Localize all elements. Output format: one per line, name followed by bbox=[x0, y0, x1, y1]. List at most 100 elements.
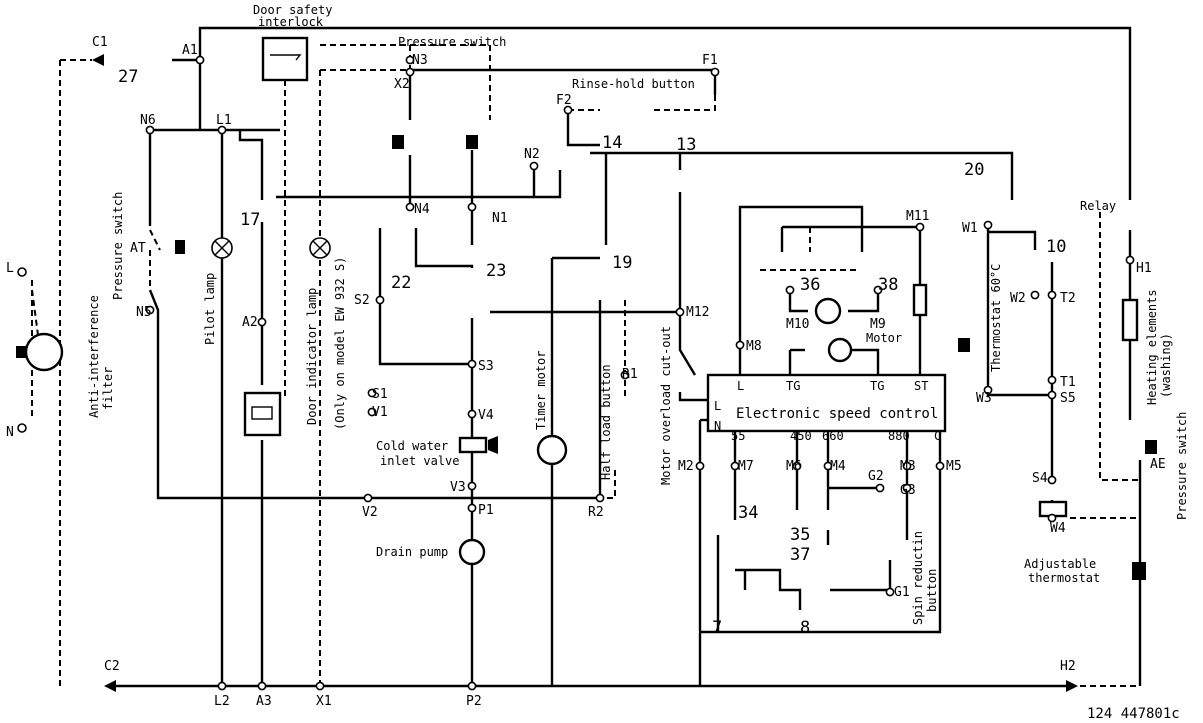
node-M6 bbox=[792, 461, 802, 471]
node-label-N: N bbox=[6, 425, 14, 440]
adjustable-thermostat-label-2: thermostat bbox=[1028, 571, 1100, 585]
node-P2 bbox=[467, 681, 477, 691]
arrows bbox=[92, 54, 1078, 692]
terminal-bottom-3: 880 bbox=[888, 429, 910, 443]
node-label-V2: V2 bbox=[362, 505, 378, 520]
node-S3 bbox=[467, 359, 477, 369]
anti-interference-filter bbox=[16, 267, 64, 433]
door-indicator-note: (Only on model EW 932 S) bbox=[333, 257, 347, 430]
node-label-N3: N3 bbox=[412, 53, 428, 68]
node-label-A1: A1 bbox=[182, 43, 198, 58]
node-label-H2: H2 bbox=[1060, 659, 1076, 674]
speed-control-label: Electronic speed control bbox=[736, 406, 938, 422]
node-T2 bbox=[1047, 290, 1057, 300]
contact-8: 8 bbox=[800, 618, 810, 638]
node-M9 bbox=[873, 285, 883, 295]
door-interlock-label-2: interlock bbox=[258, 15, 324, 29]
node-A3 bbox=[257, 681, 267, 691]
pressure-switch-at bbox=[175, 240, 185, 254]
node-G1 bbox=[885, 587, 895, 597]
node-X1 bbox=[315, 681, 325, 691]
node-M2 bbox=[695, 461, 705, 471]
node-label-W3: W3 bbox=[976, 391, 992, 406]
labels: Door safety interlock Pressure switch Ri… bbox=[87, 3, 1189, 722]
node-G2 bbox=[875, 483, 885, 493]
node-label-R2: R2 bbox=[588, 505, 604, 520]
node-label-W2: W2 bbox=[1010, 291, 1026, 306]
node-S4 bbox=[1047, 475, 1057, 485]
pressure-switch-top-label: Pressure switch bbox=[398, 35, 506, 49]
node-label-W4: W4 bbox=[1050, 521, 1066, 536]
cold-water-label-2: inlet valve bbox=[380, 454, 459, 468]
node-T1 bbox=[1047, 375, 1057, 385]
terminal-bottom-1: 450 bbox=[790, 429, 812, 443]
node-label-A3: A3 bbox=[256, 694, 272, 709]
node-S5 bbox=[1047, 390, 1057, 400]
contact-10: 10 bbox=[1046, 237, 1066, 257]
door-interlock bbox=[261, 36, 309, 400]
node-label-M10: M10 bbox=[786, 317, 809, 332]
node-M5 bbox=[935, 461, 945, 471]
node-label-AT: AT bbox=[130, 241, 146, 256]
node-label-L2: L2 bbox=[214, 694, 230, 709]
node-label-H1: H1 bbox=[1136, 261, 1152, 276]
terminal-left-1: N bbox=[714, 419, 721, 433]
node-label-P2: P2 bbox=[466, 694, 482, 709]
node-label-V1: V1 bbox=[372, 405, 388, 420]
node-M7 bbox=[730, 461, 740, 471]
heating-label-1: Heating elements bbox=[1145, 289, 1159, 405]
node-A2 bbox=[257, 317, 267, 327]
node-A1 bbox=[195, 55, 205, 65]
node-V3 bbox=[467, 481, 477, 491]
terminal-top-2: TG bbox=[870, 379, 884, 393]
node-label-S4: S4 bbox=[1032, 471, 1048, 486]
pressure-switch-left-label: Pressure switch bbox=[111, 192, 125, 300]
node-label-C2: C2 bbox=[104, 659, 120, 674]
node-W1 bbox=[983, 220, 993, 230]
motor-symbol bbox=[814, 297, 842, 325]
node-F2 bbox=[563, 105, 573, 115]
pressure-switch-top-left bbox=[392, 135, 404, 149]
node-label-P1: P1 bbox=[478, 503, 494, 518]
contact-34: 34 bbox=[738, 503, 758, 523]
node-label-M4: M4 bbox=[830, 459, 846, 474]
node-W2 bbox=[1030, 290, 1040, 300]
node-label-N2: N2 bbox=[524, 147, 540, 162]
node-label-M9: M9 bbox=[870, 317, 886, 332]
drawing-number: 124 447801c bbox=[1087, 706, 1180, 722]
node-label-M3: M3 bbox=[900, 459, 916, 474]
contact-14: 14 bbox=[602, 133, 622, 153]
node-label-V4: V4 bbox=[478, 408, 494, 423]
thermostat-symbol bbox=[958, 338, 970, 352]
contact-27: 27 bbox=[118, 67, 138, 87]
spin-reduction-label-2: button bbox=[925, 569, 939, 612]
node-label-S3: S3 bbox=[478, 359, 494, 374]
node-label-M12: M12 bbox=[686, 305, 709, 320]
node-M8 bbox=[735, 340, 745, 350]
cold-water-label-1: Cold water bbox=[376, 439, 448, 453]
drain-pump-symbol bbox=[458, 538, 486, 566]
timer-motor-symbol bbox=[536, 434, 568, 466]
node-S1 bbox=[367, 388, 377, 398]
door-indicator-lamp bbox=[309, 237, 331, 259]
node-R1 bbox=[620, 370, 630, 380]
node-W4 bbox=[1047, 513, 1057, 523]
terminal-left-0: L bbox=[714, 399, 721, 413]
spin-reduction-label-1: Spin reductin bbox=[911, 531, 925, 625]
contact-13: 13 bbox=[676, 135, 696, 155]
node-label-N1: N1 bbox=[492, 211, 508, 226]
node-G3 bbox=[902, 483, 912, 493]
connection-nodes bbox=[145, 55, 1135, 691]
node-N6 bbox=[145, 125, 155, 135]
node-label-S2: S2 bbox=[354, 293, 370, 308]
node-L1 bbox=[217, 125, 227, 135]
node-label-L1: L1 bbox=[216, 113, 232, 128]
node-label-X2: X2 bbox=[394, 77, 410, 92]
node-M10 bbox=[785, 285, 795, 295]
anti-interference-label-2: filter bbox=[101, 367, 115, 410]
node-P1 bbox=[467, 503, 477, 513]
node-N2 bbox=[529, 161, 539, 171]
